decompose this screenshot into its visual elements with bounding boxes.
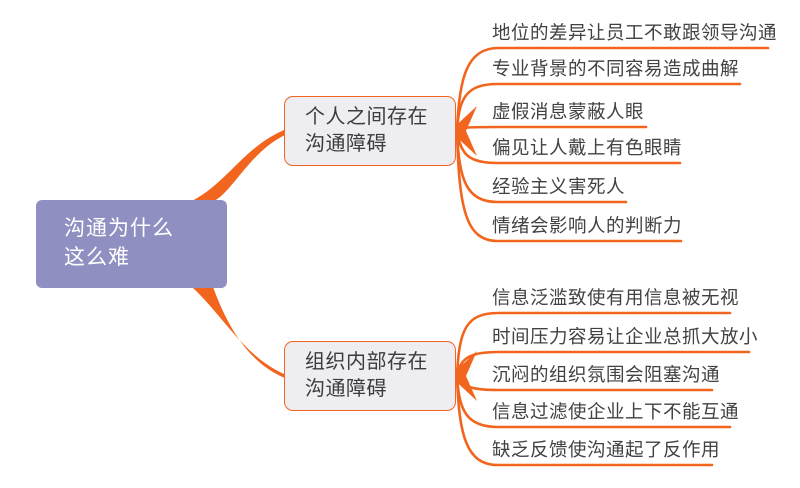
arrowhead-left-icon (450, 351, 477, 401)
leaf-curve (455, 129, 683, 243)
leaf-curve (455, 374, 714, 467)
branch-node-organization[interactable]: 组织内部存在 沟通障碍 (284, 341, 456, 411)
leaf-curve (455, 125, 648, 133)
branch-label-line2: 沟通障碍 (305, 378, 387, 400)
leaf-node[interactable]: 缺乏反馈使沟通起了反作用 (492, 439, 721, 460)
branch-node-personal[interactable]: 个人之间存在 沟通障碍 (284, 96, 456, 166)
leaf-node[interactable]: 虚假消息蒙蔽人眼 (492, 101, 645, 122)
branch-label-line1: 个人之间存在 (305, 106, 428, 128)
trunk-curve-bottom (192, 287, 285, 378)
leaf-node[interactable]: 地位的差异让员工不敢跟领导沟通 (492, 22, 778, 43)
branch-label-line1: 组织内部存在 (305, 351, 428, 373)
leaf-node[interactable]: 信息泛滥致使有用信息被无视 (492, 287, 740, 308)
branch-label-line2: 沟通障碍 (305, 133, 387, 155)
leaf-node[interactable]: 专业背景的不同容易造成曲解 (492, 58, 740, 79)
leaf-node[interactable]: 经验主义害死人 (492, 176, 626, 197)
leaf-node[interactable]: 偏见让人戴上有色眼睛 (492, 137, 683, 158)
arrowhead-left-icon (450, 106, 477, 156)
leaf-node[interactable]: 沉闷的组织氛围会阻塞沟通 (492, 364, 721, 385)
leaf-curve (455, 82, 742, 133)
root-label-line2: 这么难 (64, 246, 130, 269)
leaf-node[interactable]: 时间压力容易让企业总抓大放小 (492, 326, 759, 347)
root-node[interactable]: 沟通为什么 这么难 (36, 200, 227, 288)
trunk-curve-top (192, 130, 285, 201)
leaf-node[interactable]: 情绪会影响人的判断力 (492, 215, 683, 236)
root-label-line1: 沟通为什么 (64, 217, 174, 240)
leaf-curve (455, 311, 732, 378)
leaf-node[interactable]: 信息过滤使企业上下不能互通 (492, 401, 740, 422)
